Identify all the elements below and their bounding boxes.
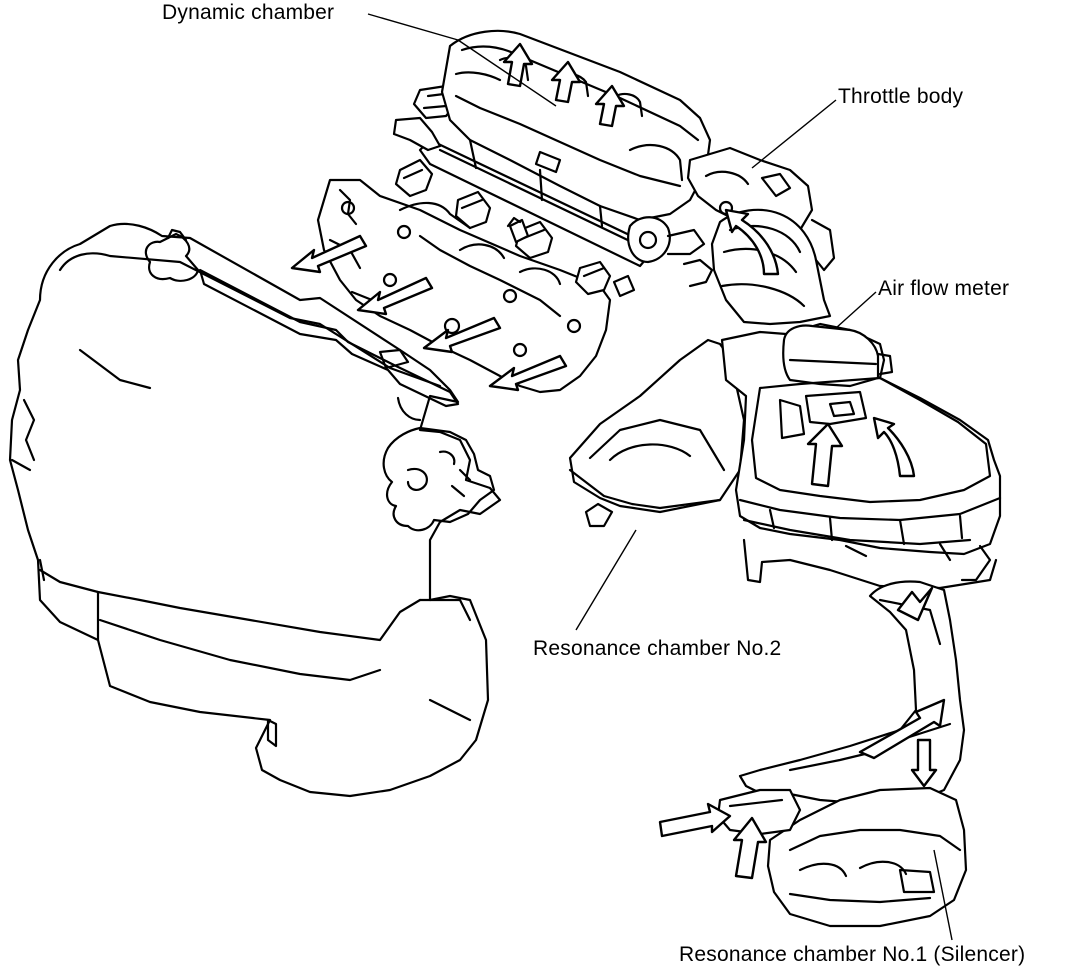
airflow-arrow-duct-throttle	[724, 208, 780, 276]
leader-air-flow-meter	[835, 291, 877, 329]
label-resonance-chamber-1: Resonance chamber No.1 (Silencer)	[679, 943, 1026, 966]
airflow-arrow-runner-2	[356, 276, 434, 316]
airflow-arrow-cleaner-2	[872, 416, 916, 478]
airflow-arrow-case-up	[896, 586, 934, 622]
leader-resonance-2	[575, 529, 637, 631]
label-dynamic-chamber: Dynamic chamber	[162, 1, 335, 24]
airflow-arrow-inlet	[658, 802, 732, 838]
airflow-arrow-duct-down	[910, 738, 938, 788]
engine-block	[8, 222, 502, 798]
airflow-arrow-silencer-up	[732, 816, 768, 880]
airflow-arrow-runner-3	[422, 316, 502, 354]
leader-lines	[367, 13, 953, 941]
resonance-chamber-1	[716, 786, 968, 928]
label-throttle-body: Throttle body	[838, 85, 964, 108]
air-cleaner-assembly	[568, 322, 1002, 590]
leader-throttle-body	[751, 99, 837, 169]
airflow-arrow-plenum-3	[594, 84, 626, 128]
intake-manifold	[316, 178, 612, 394]
label-resonance-chamber-2: Resonance chamber No.2	[533, 637, 782, 660]
leader-dynamic-chamber	[367, 13, 557, 107]
label-air-flow-meter: Air flow meter	[878, 277, 1010, 300]
leader-resonance-1	[933, 849, 953, 941]
lower-duct	[738, 580, 966, 806]
airflow-arrow-cleaner-1	[806, 422, 844, 488]
airflow-arrow-plenum-2	[550, 60, 582, 104]
airflow-arrow-runner-4	[488, 354, 568, 392]
airflow-arrow-duct-up	[858, 698, 946, 760]
airflow-arrow-runner-1	[290, 234, 368, 274]
fuel-rail	[392, 84, 652, 296]
